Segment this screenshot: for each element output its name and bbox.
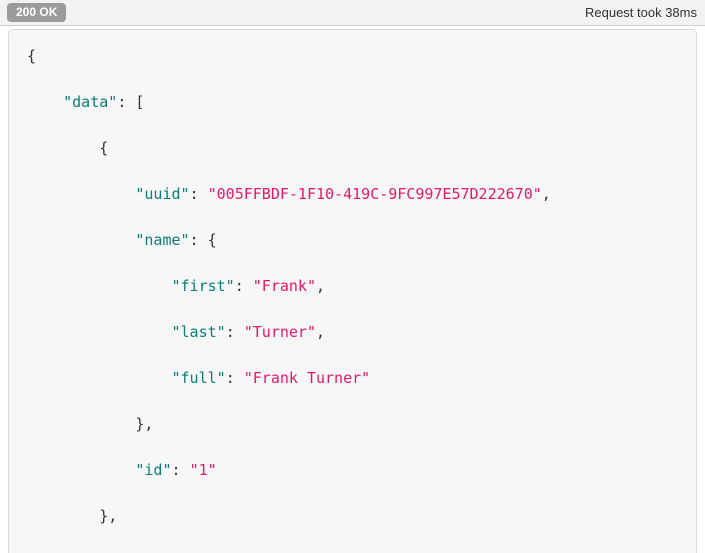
json-punctuation: : (171, 461, 190, 479)
json-key: "first" (171, 277, 235, 295)
json-punctuation: , (316, 323, 326, 341)
code-line: "id": "1" (27, 459, 696, 482)
json-punctuation: }, (99, 507, 118, 525)
code-line: "last": "Turner", (27, 321, 696, 344)
status-badge: 200 OK (7, 3, 67, 22)
code-line: "data": [ (27, 91, 696, 114)
json-key: "full" (171, 369, 226, 387)
code-line: "full": "Frank Turner" (27, 367, 696, 390)
request-duration-label: Request took 38ms (584, 5, 697, 20)
json-key: "name" (135, 231, 190, 249)
code-line: { (27, 45, 696, 68)
json-punctuation: : (225, 369, 244, 387)
json-punctuation: , (541, 185, 551, 203)
json-response-code[interactable]: { "data": [ { "uuid": "005FFBDF-1F10-419… (9, 30, 696, 553)
json-punctuation: { (27, 47, 37, 65)
json-punctuation: : [ (117, 93, 145, 111)
code-line: "name": { (27, 229, 696, 252)
code-viewport[interactable]: { "data": [ { "uuid": "005FFBDF-1F10-419… (9, 30, 696, 553)
json-string-value: "005FFBDF-1F10-419C-9FC997E57D222670" (207, 185, 542, 203)
code-line: }, (27, 413, 696, 436)
json-key: "id" (135, 461, 172, 479)
json-punctuation: : (225, 323, 244, 341)
code-line: "first": "Frank", (27, 275, 696, 298)
json-key: "last" (171, 323, 226, 341)
response-body-panel[interactable]: { "data": [ { "uuid": "005FFBDF-1F10-419… (8, 29, 697, 553)
json-punctuation: : (234, 277, 253, 295)
response-header: 200 OK Request took 38ms (0, 0, 705, 26)
json-key: "data" (63, 93, 118, 111)
json-string-value: "1" (189, 461, 217, 479)
json-string-value: "Frank" (252, 277, 316, 295)
json-punctuation: { (99, 139, 109, 157)
code-line: { (27, 137, 696, 160)
code-line: "uuid": "005FFBDF-1F10-419C-9FC997E57D22… (27, 183, 696, 206)
code-line: }, (27, 505, 696, 528)
json-punctuation: , (316, 277, 326, 295)
json-key: "uuid" (135, 185, 190, 203)
json-punctuation: : { (189, 231, 217, 249)
json-string-value: "Turner" (243, 323, 316, 341)
json-string-value: "Frank Turner" (243, 369, 371, 387)
json-punctuation: : (189, 185, 208, 203)
json-punctuation: }, (135, 415, 154, 433)
